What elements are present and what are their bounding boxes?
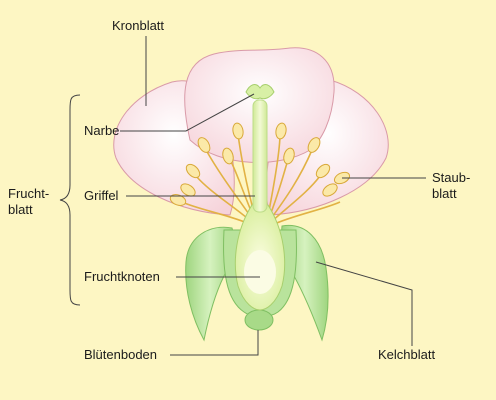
stamen-filament	[270, 175, 321, 223]
anther	[283, 147, 295, 165]
anther	[185, 163, 201, 179]
anther	[222, 147, 234, 165]
anther	[307, 137, 321, 153]
leader-bluetenboden	[170, 330, 259, 356]
label-staubblatt-1: Staub-	[432, 170, 471, 185]
label-staubblatt-2: blatt	[432, 186, 457, 201]
anther	[275, 122, 287, 140]
label-kronblatt: Kronblatt	[112, 18, 165, 33]
stamen-filament	[269, 149, 313, 221]
anther	[232, 122, 244, 140]
label-fruchtblatt-1: Frucht-	[8, 186, 50, 201]
leader-kelchblatt	[315, 261, 413, 346]
receptacle-knob	[244, 309, 274, 331]
label-griffel: Griffel	[84, 188, 119, 203]
label-bluetenboden: Blütenboden	[84, 347, 158, 362]
leader-lines	[59, 36, 426, 356]
anther	[180, 183, 196, 197]
anther	[322, 183, 338, 197]
anthers	[169, 122, 351, 206]
label-fruchtknoten: Fruchtknoten	[84, 269, 160, 284]
label-narbe: Narbe	[84, 123, 120, 138]
fruchtblatt-brace	[59, 94, 81, 306]
anther	[197, 137, 211, 153]
stigma	[245, 84, 275, 100]
pistil	[234, 84, 286, 311]
anther	[169, 194, 187, 206]
label-kelchblatt: Kelchblatt	[378, 347, 436, 362]
anther	[315, 163, 331, 179]
ovule	[244, 250, 276, 294]
leader-narbe	[120, 93, 255, 132]
label-fruchtblatt-2: blatt	[8, 202, 33, 217]
style	[252, 99, 268, 213]
stamen-filament	[271, 201, 341, 226]
